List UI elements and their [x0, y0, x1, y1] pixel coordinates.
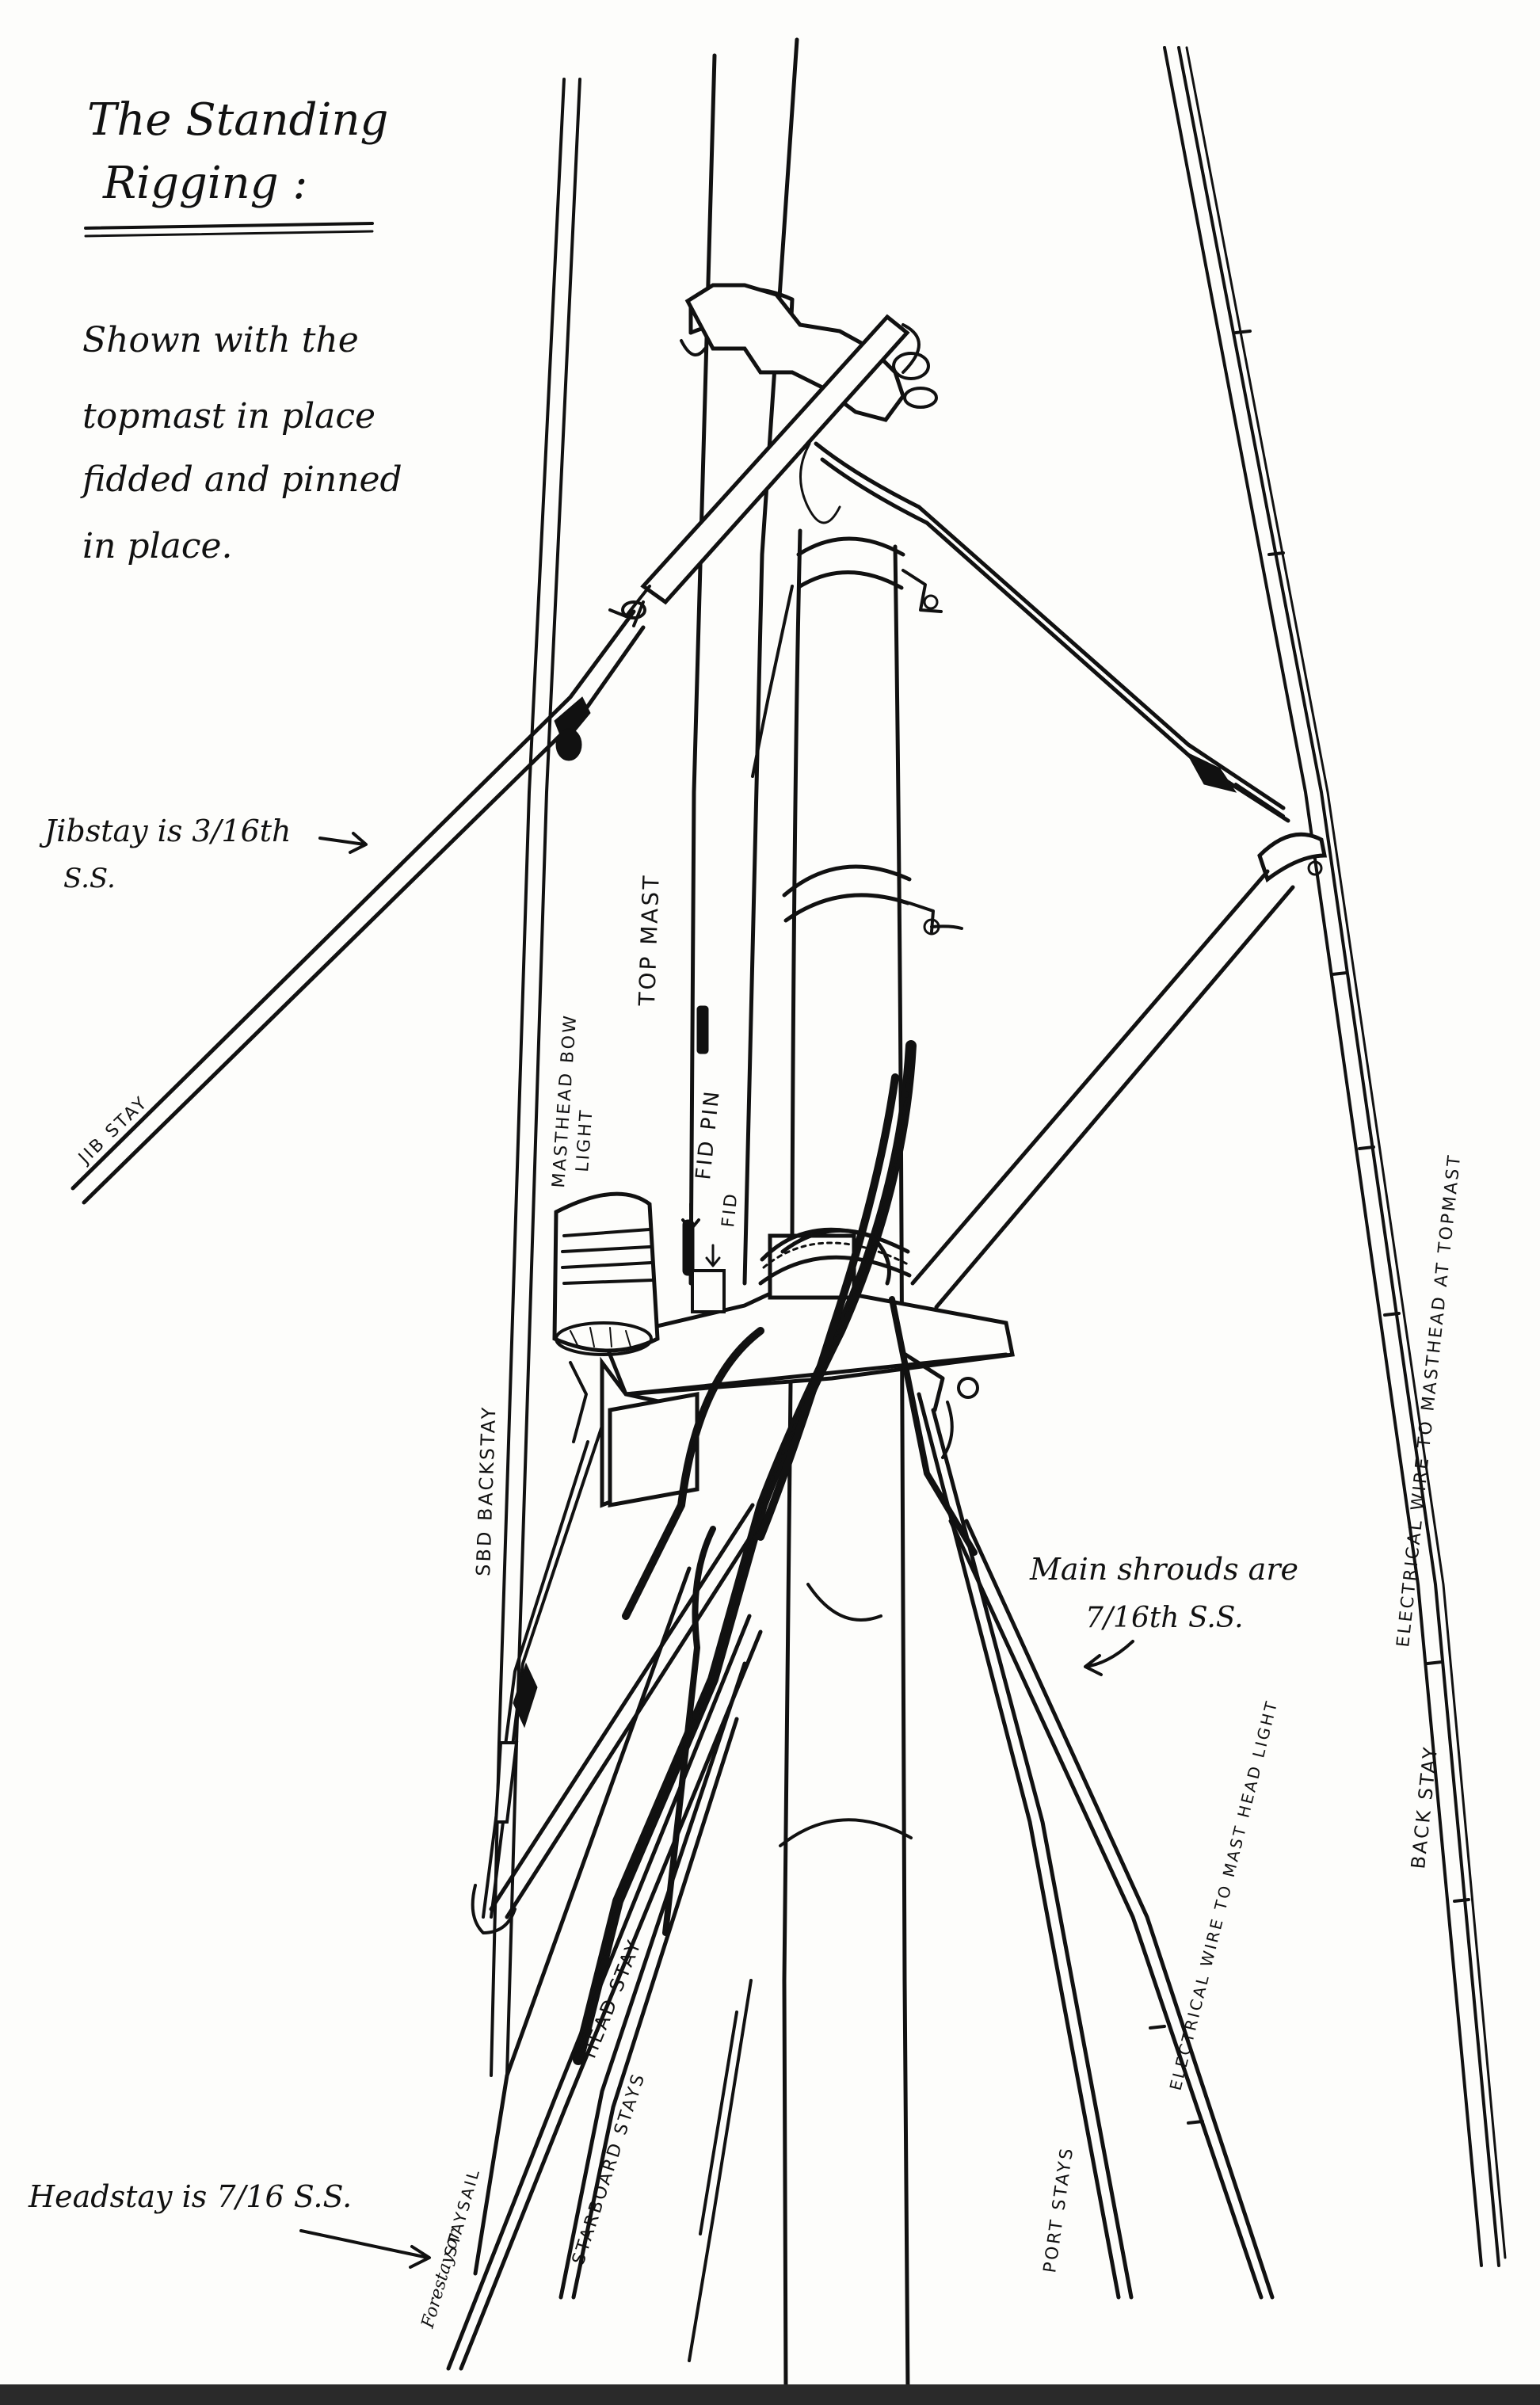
title-line-1: The Standing [87, 94, 388, 146]
label-back-stay: BACK STAY [1407, 1744, 1442, 1870]
brace-line [505, 1519, 763, 1919]
title-line-2: Rigging : [102, 158, 307, 209]
lower-stay-inner [688, 1979, 753, 2362]
masthead-bow-light [552, 1005, 726, 1356]
label-fid-pin: FID PIN [692, 1088, 725, 1181]
forestay [473, 1566, 692, 2276]
main-shrouds-note: Main shrouds are 7/16th S.S. [1029, 1552, 1298, 1676]
label-jib-stay: JIB STAY [74, 1092, 152, 1169]
masthead-light-wire [948, 1519, 1275, 2300]
electrical-conduit [573, 1040, 978, 2065]
brace-line-2 [489, 1503, 755, 1911]
starboard-stays [558, 1661, 747, 2300]
trestle-trees [569, 1233, 1015, 1508]
headstay-note-text: Headstay is 7/16 S.S. [28, 2179, 352, 2214]
label-starboard-stays: STARBOARD STAYS [569, 2070, 650, 2267]
intro-line-4: in place. [82, 526, 233, 566]
fid-pin-arrow [681, 1202, 700, 1231]
jibstay-note-line-1: Jibstay is 3/16th [39, 814, 292, 848]
jib-stay-cable [71, 609, 646, 1205]
spreader [910, 869, 1295, 1309]
backstay-line [1163, 46, 1500, 2267]
topmast-shroud [799, 441, 1290, 823]
headstay [446, 1614, 763, 2371]
label-topmast-wire: ELECTRICAL WIRE TO MASTHEAD AT TOPMAST [1393, 1153, 1465, 1648]
jibstay-note: Jibstay is 3/16th S.S. [39, 814, 368, 894]
main-shrouds-arrow [1084, 1640, 1134, 1676]
label-forestay-2: STAYSAIL [440, 2166, 484, 2259]
headstay-note: Headstay is 7/16 S.S. [28, 2179, 431, 2269]
masthead-crane [608, 283, 938, 627]
masthead-strap [780, 1228, 891, 1286]
lower-stay-inner-2 [699, 2011, 738, 2235]
jibstay-note-line-2: S.S. [63, 863, 116, 894]
fid-arrow [705, 1244, 721, 1267]
label-port-stays: PORT STAYS [1040, 2145, 1077, 2274]
intro-line-3: fidded and pinned [80, 459, 402, 500]
label-masthead-light-wire: ELECTRICAL WIRE TO MAST HEAD LIGHT [1166, 1698, 1282, 2092]
page-bottom-edge [0, 2384, 1540, 2405]
label-sbd-backstay: SBD BACKSTAY [472, 1405, 501, 1576]
spreader-end-fitting [1257, 832, 1328, 883]
topmast-shroud-lower [751, 585, 794, 778]
intro-line-1: Shown with the [82, 320, 359, 360]
main-shrouds-line-1: Main shrouds are [1029, 1552, 1298, 1587]
label-top-mast: TOP MAST [634, 873, 665, 1007]
intro-line-2: topmast in place [82, 396, 375, 436]
title: The Standing Rigging : [84, 94, 388, 238]
topmast-electrical-wire [1185, 46, 1507, 2259]
headstay-arrow [299, 2229, 431, 2269]
main-shrouds-line-2: 7/16th S.S. [1085, 1602, 1244, 1634]
label-fid: FID [719, 1191, 742, 1228]
lower-mast [779, 528, 963, 2395]
topmast [680, 37, 799, 1286]
jibstay-arrow [318, 832, 368, 854]
intro-note: Shown with the topmast in place fidded a… [80, 320, 402, 566]
label-masthead-bow-light-2: LIGHT [573, 1107, 597, 1172]
shroud-turnbuckle [471, 1424, 604, 1934]
